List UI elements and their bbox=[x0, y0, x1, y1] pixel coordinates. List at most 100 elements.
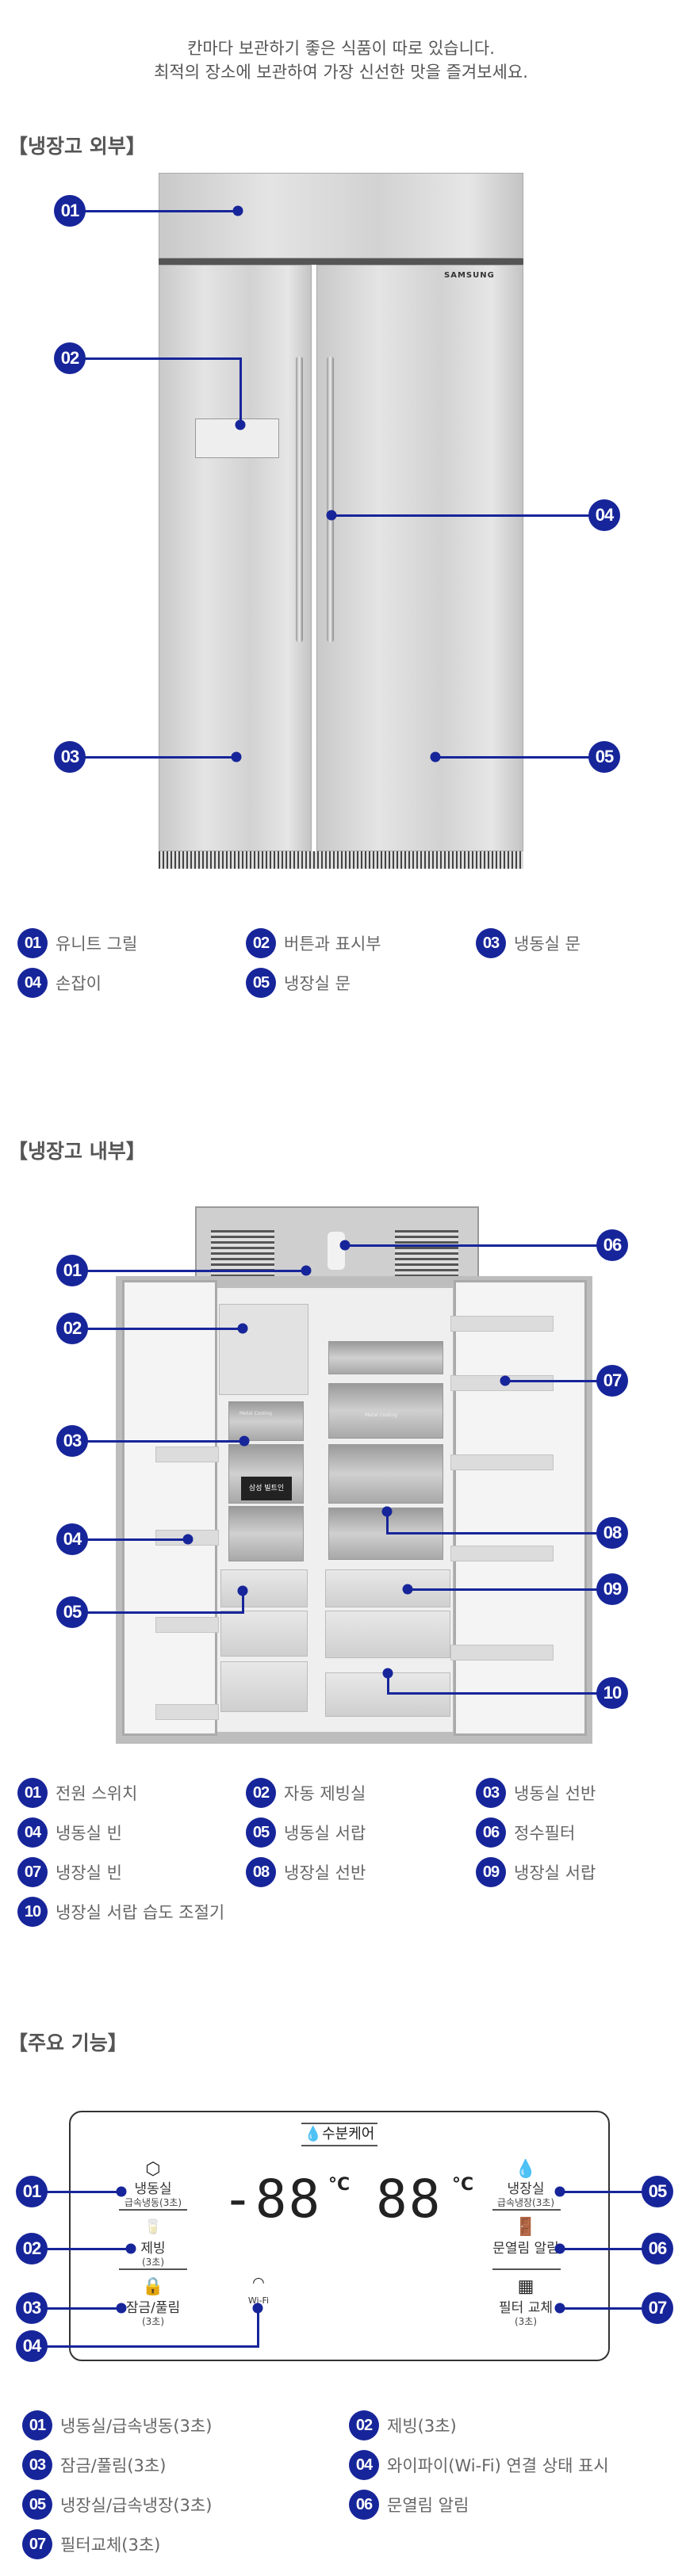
intro-line-2: 최적의 장소에 보관하여 가장 신선한 맛을 즐겨보세요. bbox=[154, 63, 528, 82]
handle-left bbox=[296, 357, 303, 642]
lock-icon: 🔒 bbox=[142, 2276, 164, 2297]
callout-07: 07 bbox=[596, 1365, 628, 1397]
fridge-door bbox=[316, 265, 523, 851]
freezer-door-open bbox=[122, 1280, 217, 1736]
callout-06: 06 bbox=[642, 2233, 673, 2265]
callout-dot bbox=[235, 419, 246, 430]
callout-dot bbox=[252, 2303, 263, 2314]
callout-dot bbox=[232, 205, 243, 216]
lock-button[interactable]: 잠금/풀림(3초) bbox=[125, 2300, 181, 2327]
callout-01: 01 bbox=[54, 195, 86, 227]
callout-dot bbox=[381, 1506, 393, 1517]
callout-04: 04 bbox=[588, 499, 620, 531]
wifi-label: Wi-Fi bbox=[247, 2295, 270, 2306]
control-panel bbox=[69, 2111, 610, 2361]
callout-08: 08 bbox=[596, 1517, 628, 1549]
callout-06: 06 bbox=[596, 1229, 628, 1261]
callout-02: 02 bbox=[54, 342, 86, 374]
callout-dot bbox=[301, 1265, 312, 1276]
freezer-temp-unit: °C bbox=[328, 2175, 351, 2195]
callout-dot bbox=[237, 1323, 248, 1334]
section-title-interior: 【냉장고 내부】 bbox=[8, 1140, 146, 1163]
fridge-exterior-image: SAMSUNG bbox=[159, 173, 523, 870]
fridge-temp-display: 88 bbox=[376, 2169, 443, 2230]
callout-02: 02 bbox=[56, 1313, 88, 1344]
freezer-door bbox=[159, 265, 312, 851]
callout-dot bbox=[382, 1668, 393, 1679]
callout-03: 03 bbox=[54, 741, 86, 773]
callout-dot bbox=[554, 2186, 565, 2197]
ice-cup-icon: 🥛 bbox=[144, 2219, 163, 2236]
water-filter bbox=[328, 1232, 345, 1270]
brand-badge: 삼성 빌트인 bbox=[241, 1477, 292, 1500]
callout-dot bbox=[125, 2243, 136, 2254]
callout-dot bbox=[554, 2243, 565, 2254]
callout-01: 01 bbox=[56, 1255, 88, 1286]
callout-02: 02 bbox=[16, 2233, 48, 2265]
bottom-grill bbox=[159, 851, 523, 869]
callout-dot bbox=[237, 1585, 248, 1596]
freezer-snowflake-icon: ⬡ bbox=[145, 2159, 161, 2180]
callout-04: 04 bbox=[56, 1523, 88, 1555]
fridge-door-open bbox=[454, 1280, 587, 1736]
brand-logo: SAMSUNG bbox=[444, 271, 495, 280]
door-alarm-button[interactable]: 문열림 알림 bbox=[492, 2241, 559, 2257]
freezer-temp-display: -88 bbox=[222, 2169, 322, 2230]
filter-button[interactable]: 필터 교체(3초) bbox=[499, 2300, 553, 2327]
ice-maker bbox=[219, 1304, 308, 1395]
callout-dot bbox=[182, 1534, 193, 1545]
section-title-features: 【주요 기능】 bbox=[8, 2031, 128, 2054]
callout-dot bbox=[239, 1435, 250, 1447]
callout-dot bbox=[116, 2303, 127, 2314]
metal-cooling-label: Metal Cooling bbox=[365, 1412, 397, 1418]
filter-grid-icon: ▦ bbox=[517, 2276, 534, 2297]
callout-dot bbox=[430, 751, 441, 762]
callout-dot bbox=[554, 2303, 565, 2314]
callout-04: 04 bbox=[16, 2330, 48, 2362]
callout-09: 09 bbox=[596, 1573, 628, 1605]
callout-05: 05 bbox=[588, 741, 620, 773]
ice-button[interactable]: 제빙(3초) bbox=[140, 2241, 166, 2268]
water-drop-icon: 💧 bbox=[304, 2126, 323, 2142]
door-bell-icon: 🚪 bbox=[515, 2217, 537, 2238]
unit-grill bbox=[159, 173, 523, 258]
callout-03: 03 bbox=[16, 2292, 48, 2324]
callout-03: 03 bbox=[56, 1425, 88, 1457]
metal-cooling-label: Metal Cooling bbox=[239, 1411, 272, 1416]
callout-dot bbox=[116, 2186, 127, 2197]
handle-right bbox=[327, 357, 334, 642]
callout-07: 07 bbox=[642, 2292, 673, 2324]
callout-dot bbox=[500, 1375, 511, 1386]
callout-dot bbox=[339, 1240, 351, 1251]
water-care-label: 💧수분케어 bbox=[301, 2123, 377, 2146]
callout-01: 01 bbox=[16, 2176, 48, 2207]
callout-dot bbox=[326, 510, 337, 521]
fridge-drop-icon: 💧 bbox=[515, 2159, 537, 2180]
intro-line-1: 칸마다 보관하기 좋은 식품이 따로 있습니다. bbox=[187, 39, 495, 58]
callout-dot bbox=[402, 1584, 413, 1595]
divider bbox=[159, 258, 523, 265]
